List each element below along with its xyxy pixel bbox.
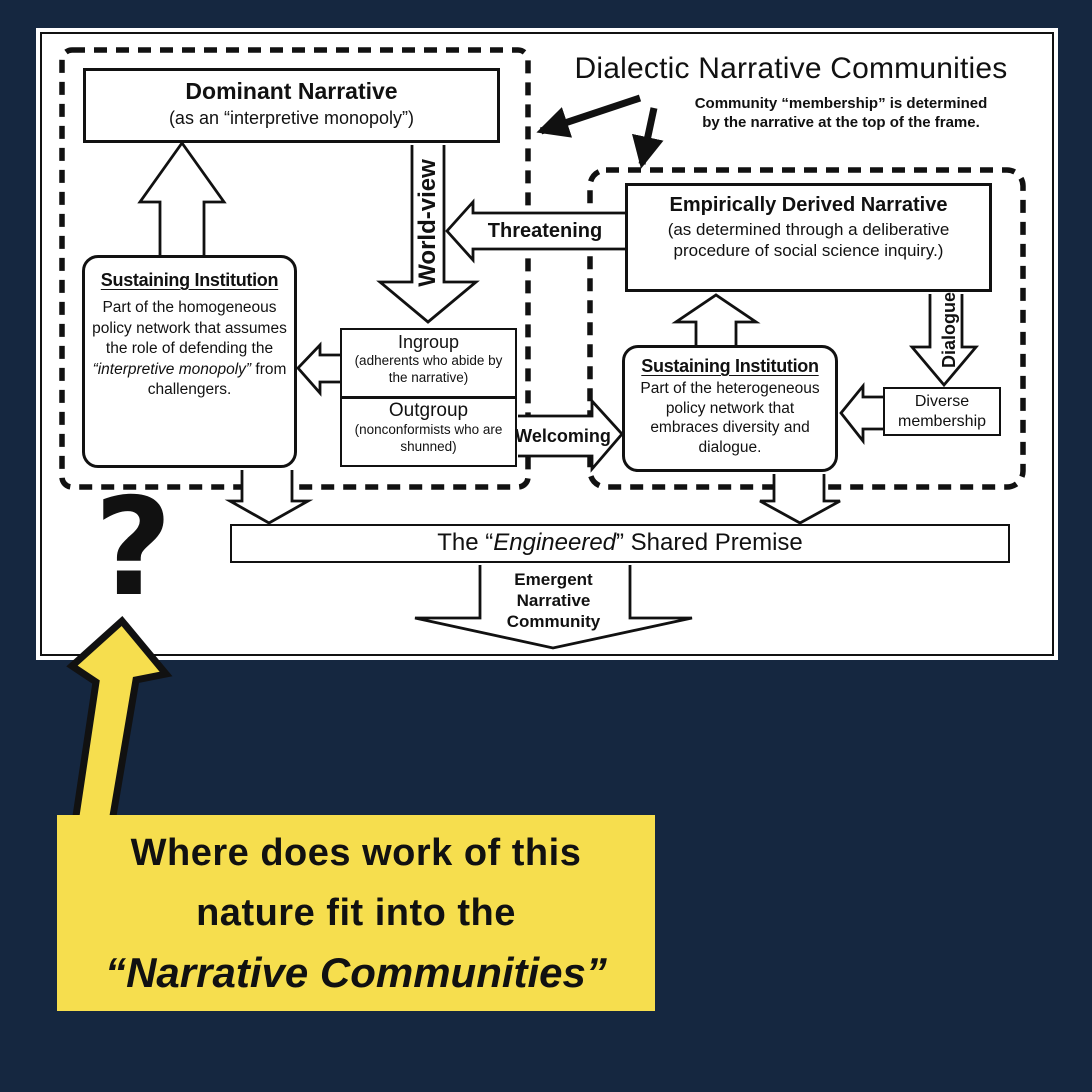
callout-line-1: Where does work of this <box>130 832 582 874</box>
premise-italic: Engineered <box>493 529 617 556</box>
dialectic-sustaining-institution-box: Sustaining Institution Part of the heter… <box>622 345 838 472</box>
dominant-narrative-box: Dominant Narrative (as an “interpretive … <box>83 68 500 143</box>
threatening-left-arrow <box>445 198 625 264</box>
left-arrow-diverse-to-institution <box>839 382 883 446</box>
title-pointer-arrow-left-icon <box>536 94 642 138</box>
dominant-narrative-title: Dominant Narrative <box>185 78 398 104</box>
emergent-line-2: Narrative <box>516 591 591 610</box>
empirical-narrative-title: Empirically Derived Narrative <box>669 194 948 216</box>
empirical-narrative-subtitle: (as determined through a deliberative pr… <box>667 220 950 260</box>
world-view-label: World-view <box>414 159 441 287</box>
diverse-membership-box: Diverse membership <box>883 387 1001 436</box>
dominant-institution-body: Part of the homogeneous policy network t… <box>92 298 288 401</box>
shared-premise-box: The “Engineered” Shared Premise <box>230 524 1010 563</box>
dialectic-institution-body: Part of the heterogeneous policy network… <box>640 380 820 456</box>
institution-body-text: from challengers. <box>147 360 287 399</box>
emergent-line-1: Emergent <box>514 570 593 589</box>
outgroup-cell: Outgroup (nonconformists who are shunned… <box>342 396 515 455</box>
welcoming-label: Welcoming <box>515 426 611 446</box>
empirical-narrative-box: Empirically Derived Narrative (as determ… <box>625 183 992 292</box>
institution-body-text: Part of the homogeneous policy network t… <box>92 299 287 357</box>
callout-line-3: “Narrative Communities” <box>105 949 607 996</box>
up-arrow-institution-to-empirical <box>671 293 761 347</box>
left-arrow-ingroup-to-institution <box>296 341 340 397</box>
callout-box: Where does work of this nature fit into … <box>57 815 655 1011</box>
world-view-down-arrow <box>376 145 480 324</box>
emergent-community-label: Emergent Narrative Community <box>491 569 616 632</box>
dominant-institution-heading: Sustaining Institution <box>100 270 279 290</box>
ingroup-label: Ingroup <box>397 332 460 352</box>
emergent-community-big-arrow <box>414 565 693 650</box>
dominant-community-frame <box>59 47 531 490</box>
question-mark: ? <box>94 469 173 626</box>
dialogue-label: Dialogue <box>939 292 959 369</box>
caption-line-2: by the narrative at the top of the frame… <box>702 114 980 131</box>
title-pointer-arrow-down-icon <box>631 107 664 169</box>
callout-line-2: nature fit into the <box>196 892 516 934</box>
premise-suffix: ” Shared Premise <box>616 529 803 556</box>
diagram-title: Dialectic Narrative Communities <box>574 52 1008 85</box>
ingroup-sub: (adherents who abide by the narrative) <box>354 353 503 385</box>
caption-line-1: Community “membership” is determined <box>694 95 988 112</box>
dialogue-down-arrow <box>908 294 980 388</box>
ingroup-outgroup-box: Ingroup (adherents who abide by the narr… <box>340 328 517 467</box>
diagram-caption: Community “membership” is determined by … <box>636 94 1046 132</box>
ingroup-cell: Ingroup (adherents who abide by the narr… <box>342 330 515 396</box>
diagram-arrows-layer <box>59 47 1026 650</box>
up-arrow-institution-to-dominant <box>137 140 227 257</box>
down-arrow-right-to-premise <box>759 474 841 525</box>
dialectic-institution-heading: Sustaining Institution <box>641 356 819 376</box>
emergent-line-3: Community <box>506 612 601 631</box>
outgroup-label: Outgroup <box>388 400 469 421</box>
threatening-label: Threatening <box>487 220 603 242</box>
dominant-sustaining-institution-box: Sustaining Institution Part of the homog… <box>82 255 297 468</box>
institution-body-italic: “interpretive monopoly” <box>92 360 252 378</box>
dominant-narrative-subtitle: (as an “interpretive monopoly”) <box>168 108 415 128</box>
diagram-panel: Dialectic Narrative Communities Communit… <box>36 28 1058 660</box>
down-arrow-left-to-premise <box>224 470 314 525</box>
premise-prefix: The “ <box>437 529 494 556</box>
outgroup-sub: (nonconformists who are shunned) <box>354 422 503 454</box>
